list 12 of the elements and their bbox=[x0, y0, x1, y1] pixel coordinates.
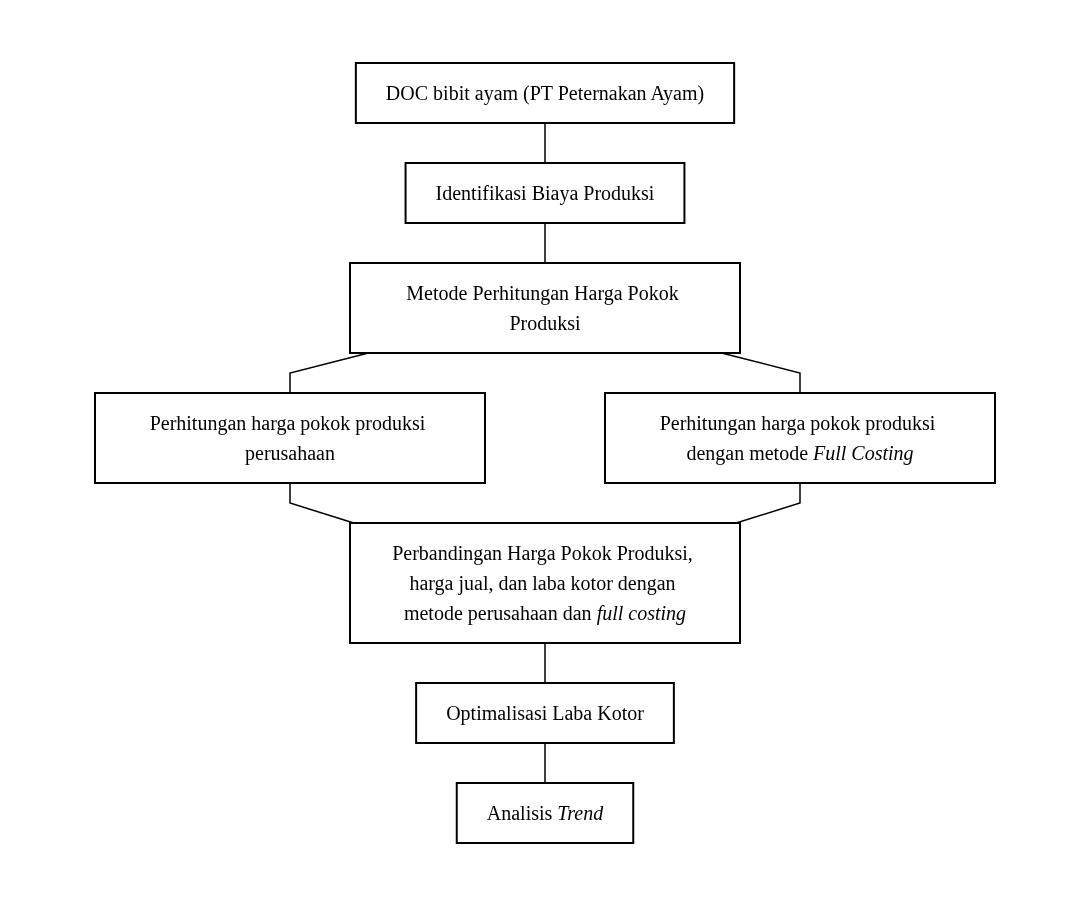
connector bbox=[544, 222, 546, 264]
node-box: Analisis Trend bbox=[455, 782, 635, 844]
node-box: Metode Perhitungan Harga Pokok Produksi bbox=[349, 262, 741, 354]
node-box: Optimalisasi Laba Kotor bbox=[415, 682, 675, 744]
node-box: Identifikasi Biaya Produksi bbox=[404, 162, 686, 224]
node-box: Perbandingan Harga Pokok Produksi, harga jual, dan laba kotor dengan metode perusahaan dan full costing bbox=[349, 522, 741, 644]
node-box: DOC bibit ayam (PT Peternakan Ayam) bbox=[354, 62, 736, 124]
node-box: Perhitungan harga pokok produksi dengan metode Full Costing bbox=[604, 392, 996, 484]
node-box: Perhitungan harga pokok produksi perusahaan bbox=[94, 392, 486, 484]
connector bbox=[544, 642, 546, 684]
connector bbox=[544, 742, 546, 784]
connector bbox=[544, 122, 546, 164]
